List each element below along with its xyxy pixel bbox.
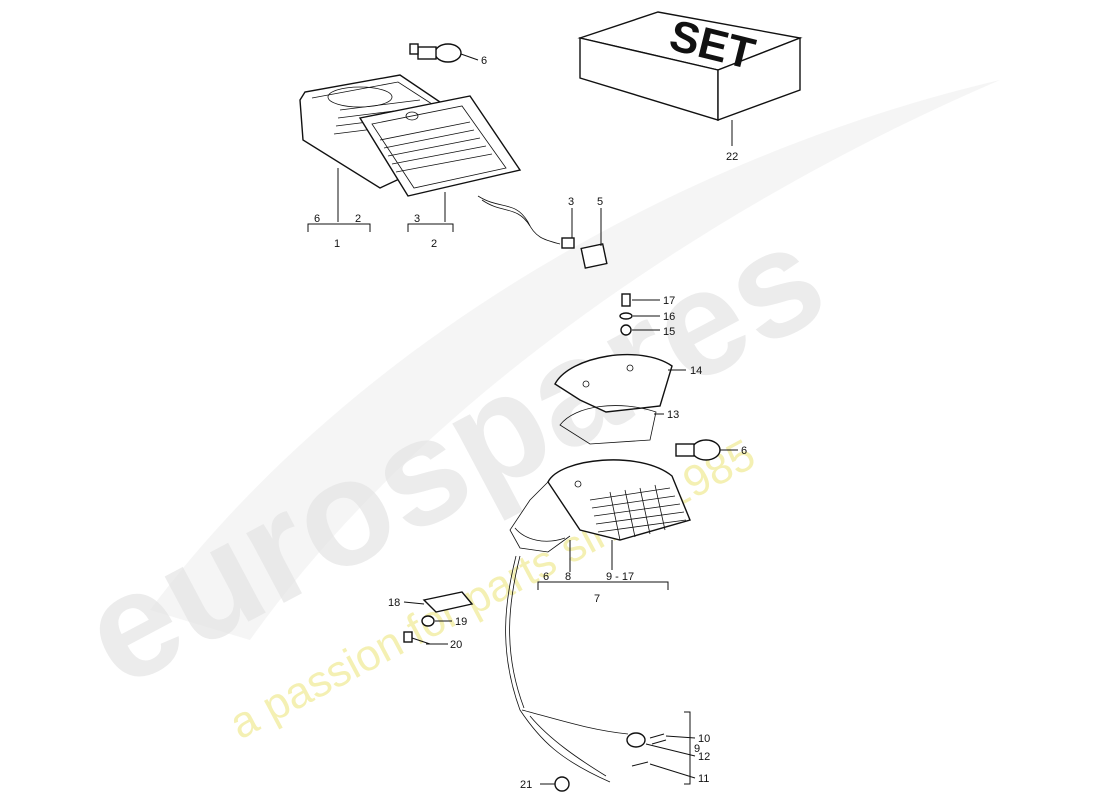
callout-6-top: 6 bbox=[481, 55, 487, 67]
clip-fasteners-18-20: 18 19 20 bbox=[388, 591, 474, 651]
bulb-top-part: 6 bbox=[409, 43, 487, 67]
callout-16: 16 bbox=[663, 311, 675, 323]
callout-9-17: 9 - 17 bbox=[606, 571, 634, 583]
callout-3-frame: 3 bbox=[414, 213, 420, 225]
callout-1: 1 bbox=[334, 238, 340, 250]
bracket-7: 6 8 9 - 17 7 bbox=[537, 540, 669, 605]
callout-14: 14 bbox=[690, 365, 702, 377]
callout-12: 12 bbox=[698, 751, 710, 763]
callout-5: 5 bbox=[597, 196, 603, 208]
callout-10: 10 bbox=[698, 733, 710, 745]
signal-lamp-part bbox=[509, 459, 691, 553]
bracket-1: 6 2 1 bbox=[307, 213, 371, 250]
callout-18: 18 bbox=[388, 597, 400, 609]
pins-part: 10 12 11 9 bbox=[631, 711, 710, 785]
callout-6-lamp: 6 bbox=[543, 571, 549, 583]
bracket-2: 3 2 bbox=[407, 213, 454, 250]
callout-22: 22 bbox=[726, 151, 738, 163]
lens-frame-part bbox=[358, 95, 522, 222]
callout-15: 15 bbox=[663, 326, 675, 338]
callout-8: 8 bbox=[565, 571, 571, 583]
callout-13: 13 bbox=[667, 409, 679, 421]
callout-2: 2 bbox=[431, 238, 437, 250]
grommet-part: 21 bbox=[520, 776, 570, 792]
callout-17: 17 bbox=[663, 295, 675, 307]
watermark: eurospares a passion for parts since 198… bbox=[56, 80, 1000, 749]
bulb-right-part: 6 bbox=[675, 439, 747, 461]
callout-6-housing: 6 bbox=[314, 213, 320, 225]
callout-6-right: 6 bbox=[741, 445, 747, 457]
callout-7: 7 bbox=[594, 593, 600, 605]
callout-9: 9 bbox=[694, 743, 700, 755]
callout-2-housing: 2 bbox=[355, 213, 361, 225]
callout-21: 21 bbox=[520, 779, 532, 791]
top-cable-part: 3 5 bbox=[477, 195, 608, 269]
gasket-part: 13 bbox=[559, 405, 679, 445]
callout-20: 20 bbox=[450, 639, 462, 651]
fasteners-15-17: 17 16 15 bbox=[619, 293, 675, 338]
cover-part: 14 bbox=[554, 353, 702, 413]
callout-11: 11 bbox=[698, 773, 709, 785]
set-box-part: SET 22 bbox=[577, 11, 803, 163]
callout-3-top: 3 bbox=[568, 196, 574, 208]
callout-19: 19 bbox=[455, 616, 467, 628]
wiring-harness-part bbox=[505, 555, 646, 783]
